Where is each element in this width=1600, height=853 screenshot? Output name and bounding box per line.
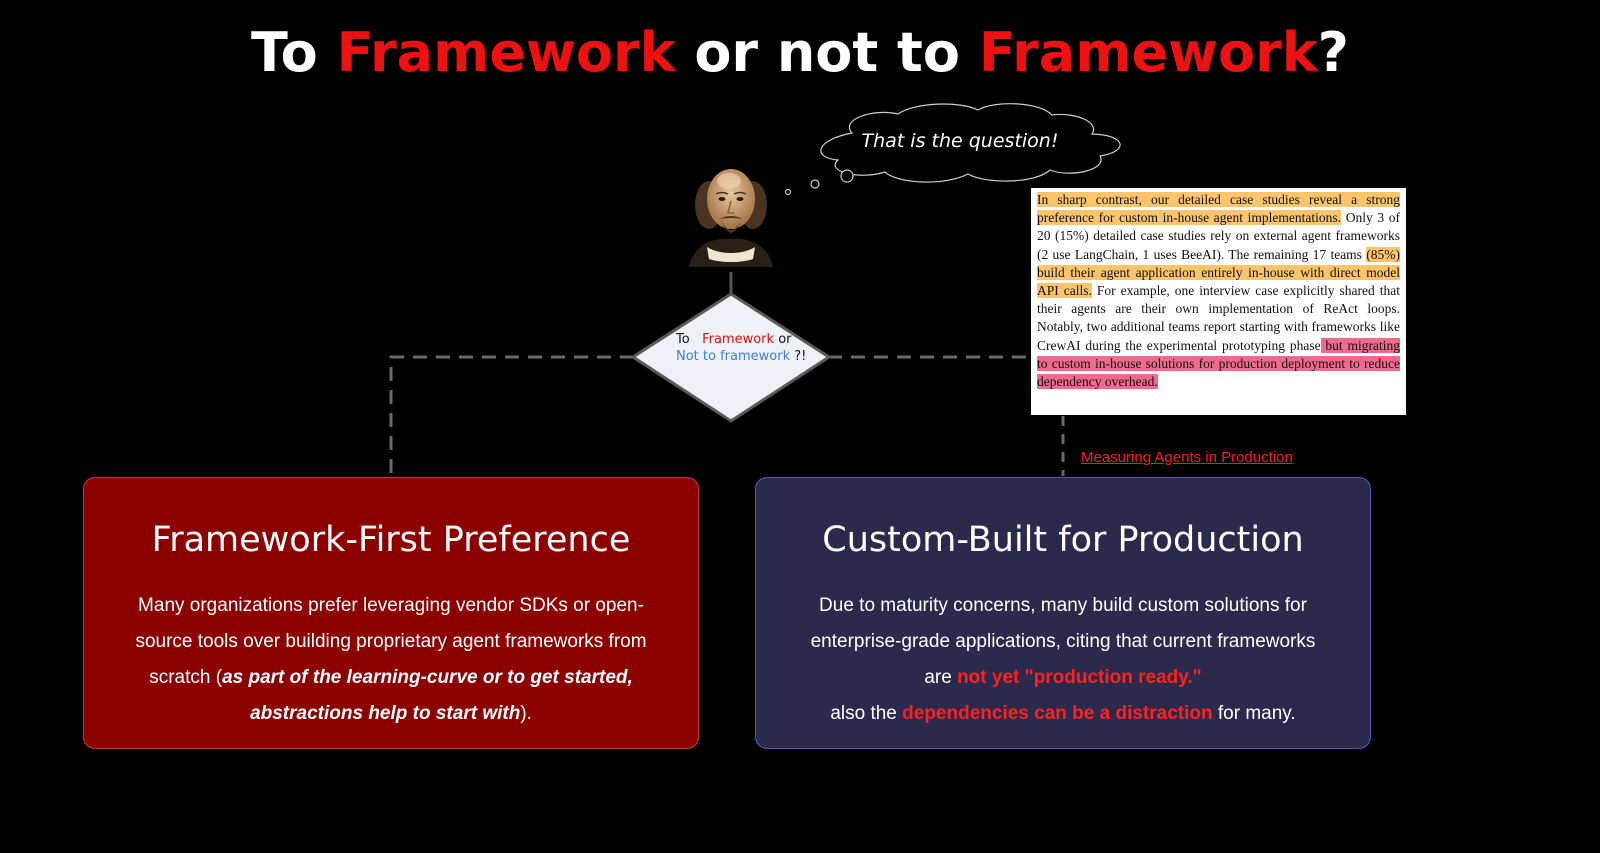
title-accent-2: Framework <box>978 21 1318 84</box>
branch-left-connector <box>389 355 634 476</box>
thought-bubble-text: That is the question! <box>861 130 1059 152</box>
framework-first-title: Framework-First Preference <box>151 520 631 560</box>
framework-first-body: Many organizations prefer leveraging ven… <box>124 588 658 732</box>
decision-word-framework: Framework <box>702 332 775 347</box>
framework-first-body-emphasis: as part of the learning-curve or to get … <box>222 667 633 724</box>
custom-built-body-text-3: for many. <box>1212 703 1296 724</box>
custom-built-body: Due to maturity concerns, many build cus… <box>796 588 1330 732</box>
framework-first-body-end: ). <box>520 703 532 724</box>
decision-line-2: Not to framework ?! <box>676 348 826 365</box>
shakespeare-portrait <box>689 169 773 267</box>
custom-built-body-text-1: Due to maturity concerns, many build cus… <box>810 595 1316 688</box>
decision-line-1: To Framework or <box>676 331 826 348</box>
excerpt-text-4: For example, one interview case explicit… <box>1037 283 1400 353</box>
decision-word-to: To <box>676 332 690 347</box>
page-title: To Framework or not to Framework? <box>0 18 1600 88</box>
framework-first-card: Framework-First Preference Many organiza… <box>83 477 699 749</box>
custom-built-card: Custom-Built for Production Due to matur… <box>755 477 1371 749</box>
title-part-1: To <box>251 21 337 84</box>
source-paper-link[interactable]: Measuring Agents in Production <box>1081 449 1293 466</box>
title-part-3: ? <box>1317 21 1349 84</box>
title-part-2: or not to <box>675 21 979 84</box>
custom-built-body-alert-2: dependencies can be a distraction <box>902 703 1213 724</box>
decision-word-end: ?! <box>794 349 807 364</box>
custom-built-title: Custom-Built for Production <box>822 520 1304 560</box>
excerpt-text-2: Only 3 of 20 (15%) detailed case studies… <box>1037 210 1400 262</box>
decision-word-not: Not to framework <box>676 349 791 364</box>
custom-built-body-alert-1: not yet "production ready." <box>957 667 1202 688</box>
title-accent-1: Framework <box>336 21 676 84</box>
framework-first-body-text: Many organizations prefer leveraging ven… <box>135 595 647 688</box>
thought-cloud <box>784 103 1121 196</box>
paper-excerpt: In sharp contrast, our detailed case stu… <box>1031 188 1406 415</box>
decision-word-or: or <box>778 332 792 347</box>
decision-label: To Framework or Not to framework ?! <box>676 331 826 365</box>
custom-built-body-text-2: also the <box>830 703 903 724</box>
decision-diamond <box>630 292 832 423</box>
